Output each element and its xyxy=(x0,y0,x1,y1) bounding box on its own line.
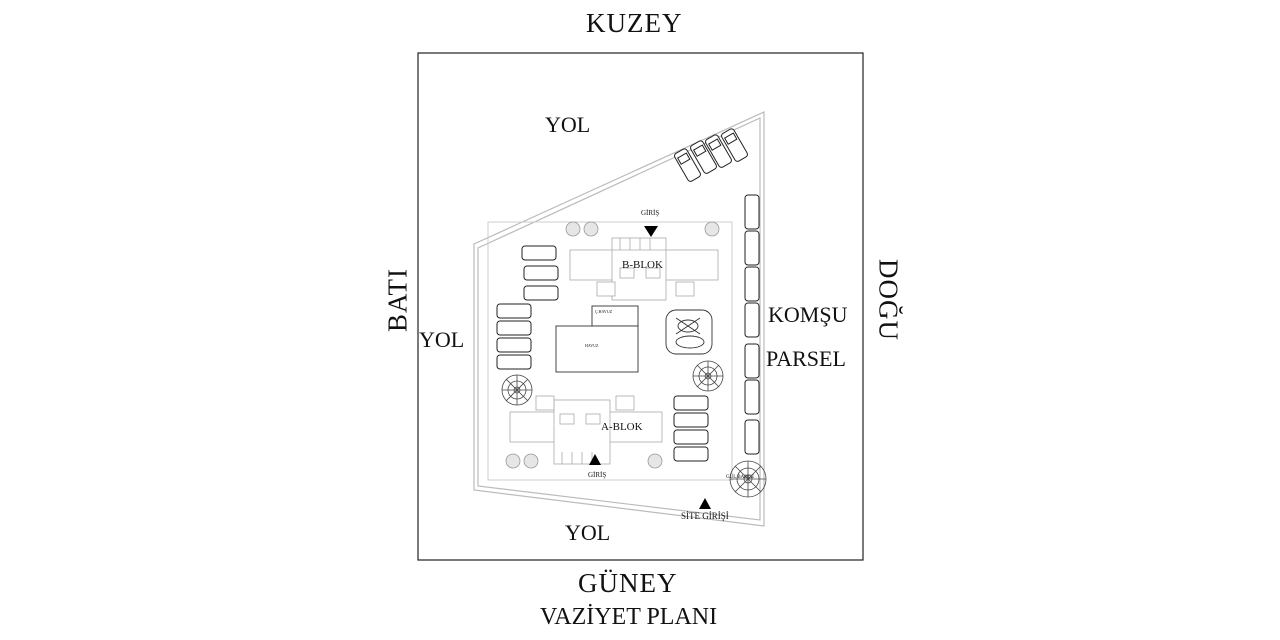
a-block-entrance-label: GİRİŞ xyxy=(588,471,607,479)
a-block-building xyxy=(509,395,663,465)
playground xyxy=(665,309,713,355)
parcel-boundary xyxy=(473,111,765,527)
shrubs xyxy=(505,221,720,469)
rose-garden-tree xyxy=(729,460,767,498)
b-block-building xyxy=(569,237,719,301)
rose-garden-label: GÜL BAHÇE xyxy=(726,475,755,480)
site-inner-outline xyxy=(487,221,733,481)
east-label: DOĞU xyxy=(873,259,904,341)
parking-spaces xyxy=(496,128,760,462)
north-road-label: YOL xyxy=(545,112,591,137)
b-block-entrance-label: GİRİŞ xyxy=(641,209,660,217)
site-entry-arrow xyxy=(699,498,711,509)
drawing-frame xyxy=(417,52,864,561)
north-label: KUZEY xyxy=(586,8,683,38)
south-road-label: YOL xyxy=(565,520,611,545)
entry-arrow-b-block xyxy=(644,226,658,237)
site-entrance-label: SİTE GİRİŞİ xyxy=(681,511,729,521)
west-road-label: YOL xyxy=(419,327,465,352)
plan-title: VAZİYET PLANI xyxy=(540,604,718,630)
entry-arrow-a-block xyxy=(589,454,601,465)
a-block-label: A-BLOK xyxy=(601,421,643,433)
large-pool xyxy=(555,325,639,373)
neighbor-parcel-label-line1: KOMŞU xyxy=(768,302,848,327)
b-block-label: B-BLOK xyxy=(622,259,663,271)
small-pool-label: Ç.HAVUZ xyxy=(595,309,613,314)
large-pool-label: HAVUZ xyxy=(585,343,599,348)
west-label: BATI xyxy=(382,268,413,332)
tree xyxy=(501,374,533,406)
neighbor-parcel-label-line2: PARSEL xyxy=(766,346,846,371)
tree xyxy=(692,360,724,392)
south-label: GÜNEY xyxy=(578,568,678,598)
